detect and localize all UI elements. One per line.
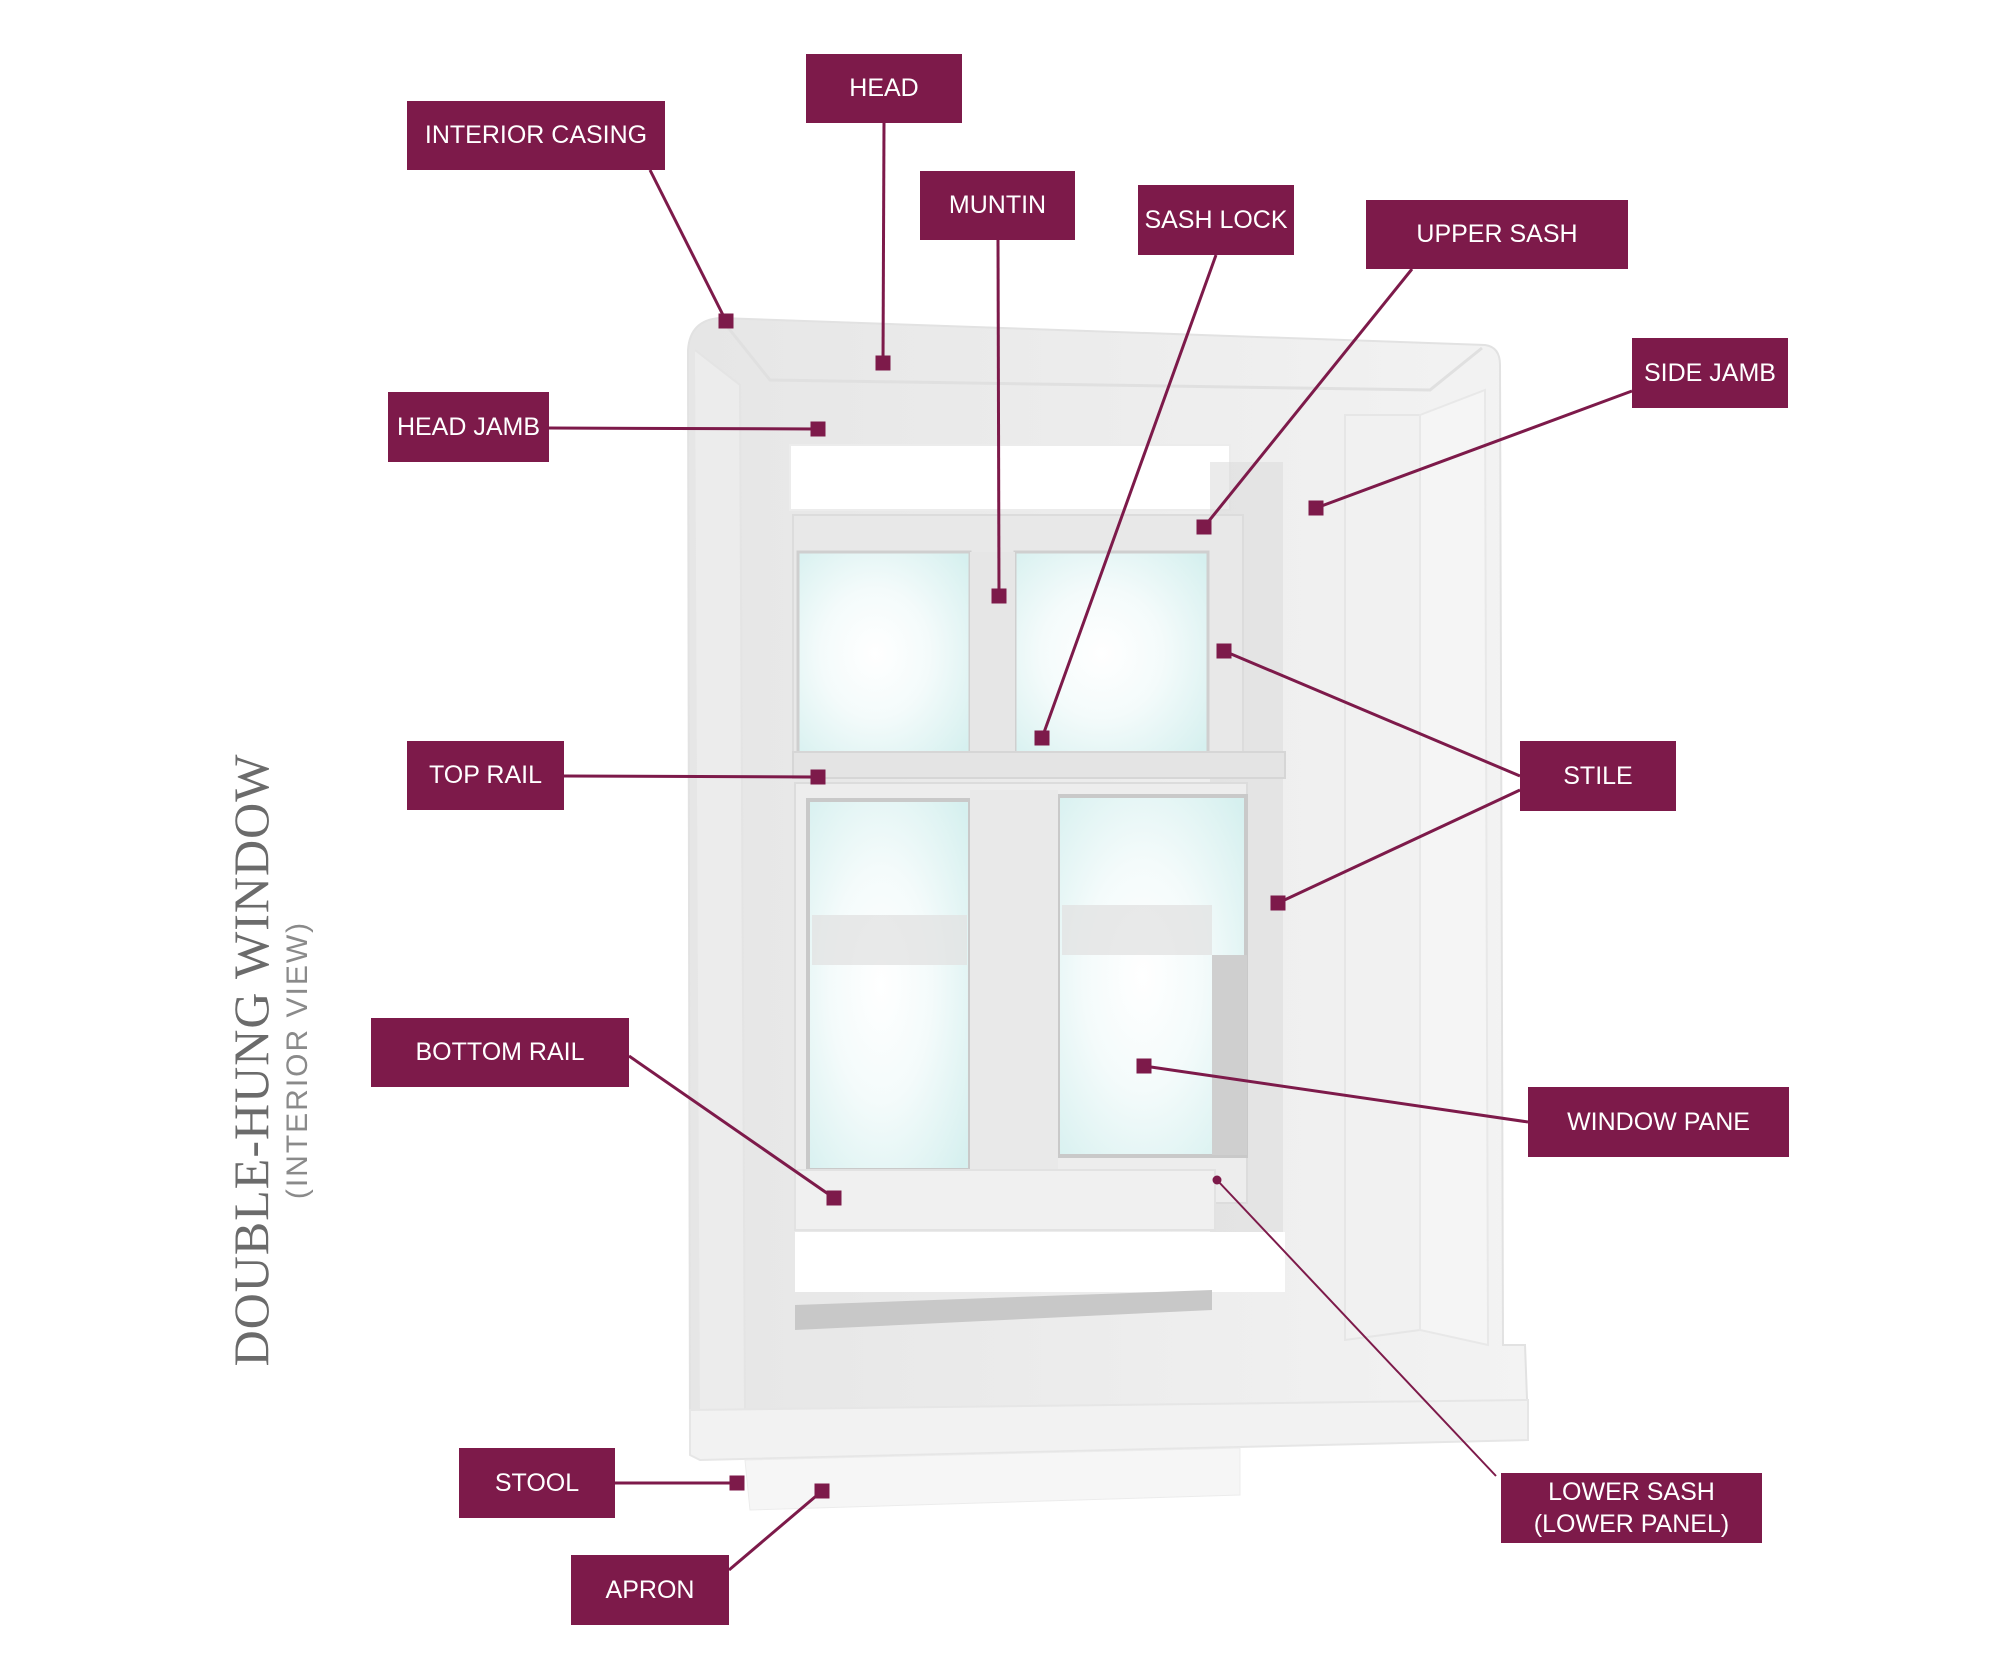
label-head-jamb: HEAD JAMB bbox=[388, 392, 549, 462]
leader-head bbox=[881, 122, 886, 364]
label-window-pane: WINDOW PANE bbox=[1528, 1087, 1789, 1157]
label-top-rail: TOP RAIL bbox=[407, 741, 564, 810]
anchor-top-rail bbox=[810, 769, 826, 785]
label-muntin: MUNTIN bbox=[920, 171, 1075, 240]
label-upper-sash: UPPER SASH bbox=[1366, 200, 1628, 269]
anchor-head-jamb bbox=[810, 421, 826, 437]
lower-opening bbox=[795, 1232, 1285, 1292]
upper-muntin bbox=[970, 552, 1015, 755]
label-side-jamb: SIDE JAMB bbox=[1632, 338, 1788, 408]
anchor-stile-upper bbox=[1216, 643, 1232, 659]
anchor-muntin bbox=[991, 588, 1007, 604]
jamb-depth-right bbox=[1419, 388, 1490, 1347]
anchor-window-pane bbox=[1136, 1058, 1152, 1074]
side-jamb-shape bbox=[1344, 414, 1421, 1342]
leader-side-jamb bbox=[1315, 389, 1633, 510]
bottom-rail-shape bbox=[794, 1169, 1216, 1231]
leader-sash-lock bbox=[1040, 254, 1218, 739]
lower-muntin bbox=[970, 790, 1058, 1180]
head-jamb-shape bbox=[789, 444, 1231, 511]
label-stool: STOOL bbox=[459, 1448, 615, 1518]
leader-head-jamb bbox=[548, 426, 819, 431]
sill-shadow bbox=[795, 1290, 1212, 1330]
label-interior-casing: INTERIOR CASING bbox=[407, 101, 665, 170]
anchor-head bbox=[875, 355, 891, 371]
leader-window-pane bbox=[1143, 1064, 1529, 1124]
leader-upper-sash bbox=[1202, 268, 1414, 528]
label-bottom-rail: BOTTOM RAIL bbox=[371, 1018, 629, 1087]
anchor-stool bbox=[729, 1475, 745, 1491]
leader-lower-sash bbox=[1216, 1179, 1497, 1477]
diagram-title-rotated: DOUBLE-HUNG WINDOW (INTERIOR VIEW) bbox=[223, 754, 317, 1367]
leader-stile-lower bbox=[1277, 788, 1521, 905]
diagram-title-main: DOUBLE-HUNG WINDOW bbox=[223, 753, 279, 1367]
upper-pane-right bbox=[1013, 550, 1210, 757]
label-stile: STILE bbox=[1520, 741, 1676, 811]
label-sash-lock: SASH LOCK bbox=[1138, 185, 1294, 255]
anchor-lower-sash bbox=[1212, 1175, 1222, 1185]
anchor-upper-sash bbox=[1196, 519, 1212, 535]
upper-pane-left bbox=[796, 550, 972, 757]
casing-bevel bbox=[720, 319, 1483, 392]
label-apron: APRON bbox=[571, 1555, 729, 1625]
label-lower-sash: LOWER SASH (LOWER PANEL) bbox=[1501, 1473, 1762, 1543]
lower-pane-left bbox=[806, 798, 972, 1172]
lower-sash-shadow bbox=[1212, 955, 1247, 1155]
anchor-side-jamb bbox=[1308, 500, 1324, 516]
lower-right-reflection-band bbox=[1062, 905, 1212, 955]
diagram-title-sub: (INTERIOR VIEW) bbox=[281, 920, 314, 1200]
meeting-rail bbox=[792, 751, 1286, 779]
leader-stile-upper bbox=[1223, 649, 1521, 778]
leader-apron bbox=[728, 1489, 823, 1572]
leader-top-rail bbox=[563, 774, 819, 779]
leader-bottom-rail bbox=[628, 1054, 835, 1200]
anchor-bottom-rail bbox=[826, 1190, 842, 1206]
anchor-apron bbox=[814, 1483, 830, 1499]
casing-left-bevel bbox=[694, 349, 747, 1431]
anchor-sash-lock bbox=[1034, 730, 1050, 746]
anchor-stile-lower bbox=[1270, 895, 1286, 911]
leader-interior-casing bbox=[648, 169, 728, 322]
leader-lines bbox=[548, 122, 1633, 1572]
leader-muntin bbox=[996, 239, 1001, 597]
anchor-interior-casing bbox=[718, 313, 734, 329]
label-head: HEAD bbox=[806, 54, 962, 123]
lower-left-reflection-band bbox=[812, 915, 967, 965]
stool-shape bbox=[689, 1398, 1529, 1462]
apron-shape bbox=[744, 1447, 1241, 1511]
